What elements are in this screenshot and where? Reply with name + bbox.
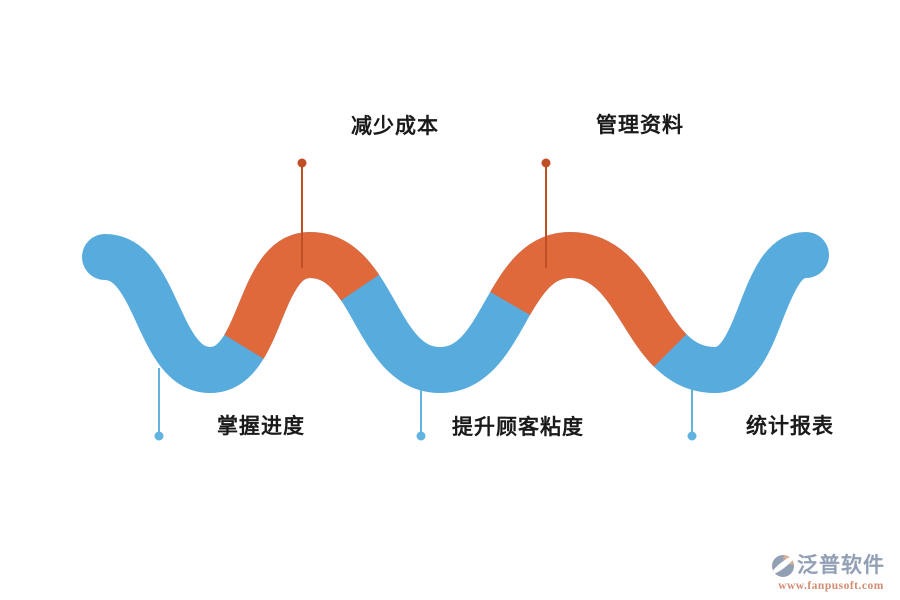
step-label-reduce-cost: 减少成本 xyxy=(351,115,439,138)
marker-dot-bottom-3 xyxy=(687,431,697,441)
step-label-customer-stickiness: 提升顾客粘度 xyxy=(452,416,584,439)
marker-dot-top-2 xyxy=(541,158,551,168)
brand-url: www.fanpusoft.com xyxy=(778,580,884,592)
watermark-logo: 泛普软件 www.fanpusoft.com xyxy=(770,552,892,592)
marker-dot-top-1 xyxy=(297,158,307,168)
marker-dot-bottom-1 xyxy=(154,431,164,441)
wave-path-blue xyxy=(82,231,829,394)
step-label-track-progress: 掌握进度 xyxy=(217,415,305,438)
marker-dot-bottom-2 xyxy=(416,431,426,441)
step-label-manage-data: 管理资料 xyxy=(596,114,684,137)
step-label-statistic-report: 统计报表 xyxy=(746,415,834,438)
fanpu-logo-icon xyxy=(771,555,795,577)
brand-name: 泛普软件 xyxy=(797,553,885,577)
